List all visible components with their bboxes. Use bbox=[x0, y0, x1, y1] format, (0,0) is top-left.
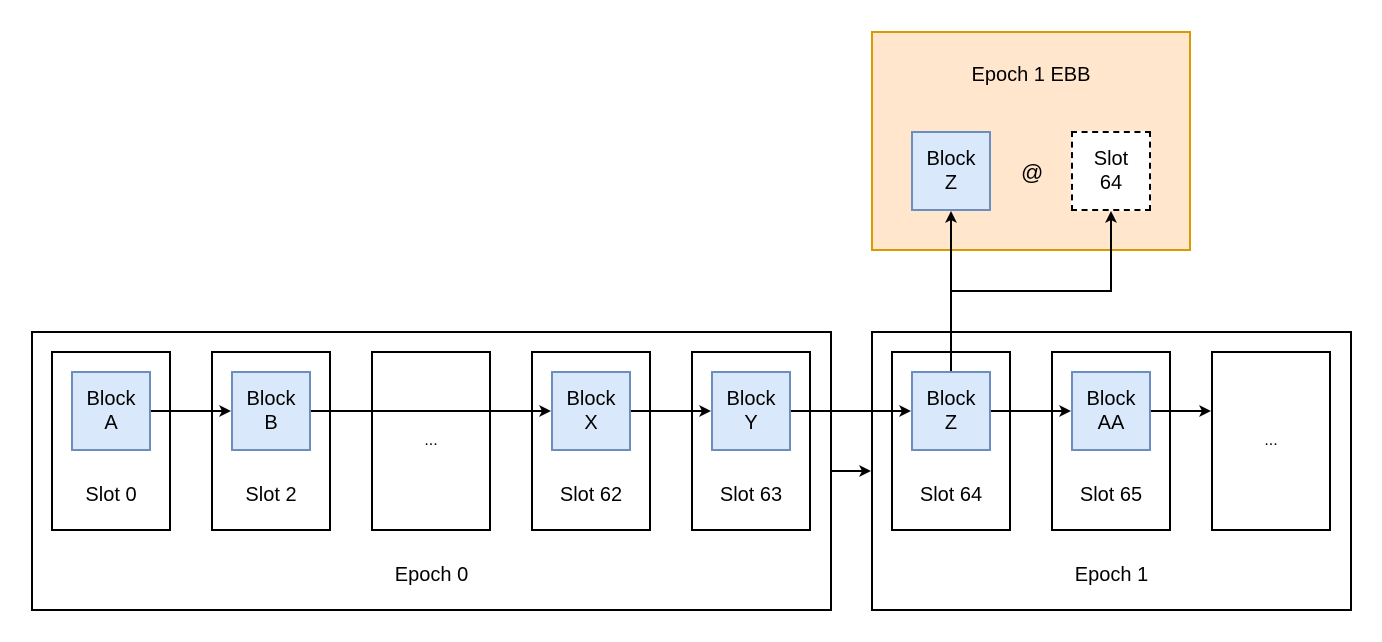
block-a: Block A bbox=[71, 371, 151, 451]
slot-0-label: Slot 0 bbox=[85, 484, 137, 506]
slot-2: Block B Slot 2 bbox=[211, 351, 331, 531]
epoch-0-label: Epoch 0 bbox=[394, 564, 469, 586]
block-z: Block Z bbox=[911, 371, 991, 451]
ebb-block-z: Block Z bbox=[911, 131, 991, 211]
epoch-1-ebb-container: Epoch 1 EBB Block Z @ Slot 64 bbox=[871, 31, 1191, 251]
block-x-line1: Block bbox=[566, 388, 616, 410]
block-aa: Block AA bbox=[1071, 371, 1151, 451]
slot-0: Block A Slot 0 bbox=[51, 351, 171, 531]
slot-62-label: Slot 62 bbox=[559, 484, 623, 506]
block-y-line2: Y bbox=[744, 412, 758, 434]
slot-64-label: Slot 64 bbox=[919, 484, 983, 506]
slot-65: Block AA Slot 65 bbox=[1051, 351, 1171, 531]
slot-2-label: Slot 2 bbox=[245, 484, 297, 506]
block-b-line1: Block bbox=[246, 388, 296, 410]
slot-ellipsis-epoch-1: ... bbox=[1211, 351, 1331, 531]
ebb-slot-64: Slot 64 bbox=[1071, 131, 1151, 211]
slot-63: Block Y Slot 63 bbox=[691, 351, 811, 531]
ellipsis-epoch-1: ... bbox=[1264, 432, 1278, 449]
block-a-line2: A bbox=[104, 412, 118, 434]
ebb-block-z-line1: Block bbox=[926, 148, 976, 170]
slot-62: Block X Slot 62 bbox=[531, 351, 651, 531]
ebb-slot-line2: 64 bbox=[1099, 172, 1123, 194]
block-a-line1: Block bbox=[86, 388, 136, 410]
block-z-line2: Z bbox=[944, 412, 958, 434]
block-x: Block X bbox=[551, 371, 631, 451]
slot-ellipsis-epoch-0: ... bbox=[371, 351, 491, 531]
block-aa-line1: Block bbox=[1086, 388, 1136, 410]
block-x-line2: X bbox=[584, 412, 598, 434]
block-b-line2: B bbox=[264, 412, 278, 434]
block-y: Block Y bbox=[711, 371, 791, 451]
block-b: Block B bbox=[231, 371, 311, 451]
epoch-1-label: Epoch 1 bbox=[1074, 564, 1149, 586]
ebb-slot-line1: Slot bbox=[1093, 148, 1129, 170]
block-z-line1: Block bbox=[926, 388, 976, 410]
ebb-block-z-line2: Z bbox=[944, 172, 958, 194]
block-y-line1: Block bbox=[726, 388, 776, 410]
ellipsis-epoch-0: ... bbox=[424, 432, 438, 449]
slot-65-label: Slot 65 bbox=[1079, 484, 1143, 506]
ebb-title: Epoch 1 EBB bbox=[971, 64, 1091, 86]
at-sign: @ bbox=[1021, 160, 1044, 185]
slot-64: Block Z Slot 64 bbox=[891, 351, 1011, 531]
block-aa-line2: AA bbox=[1097, 412, 1125, 434]
slot-63-label: Slot 63 bbox=[719, 484, 783, 506]
